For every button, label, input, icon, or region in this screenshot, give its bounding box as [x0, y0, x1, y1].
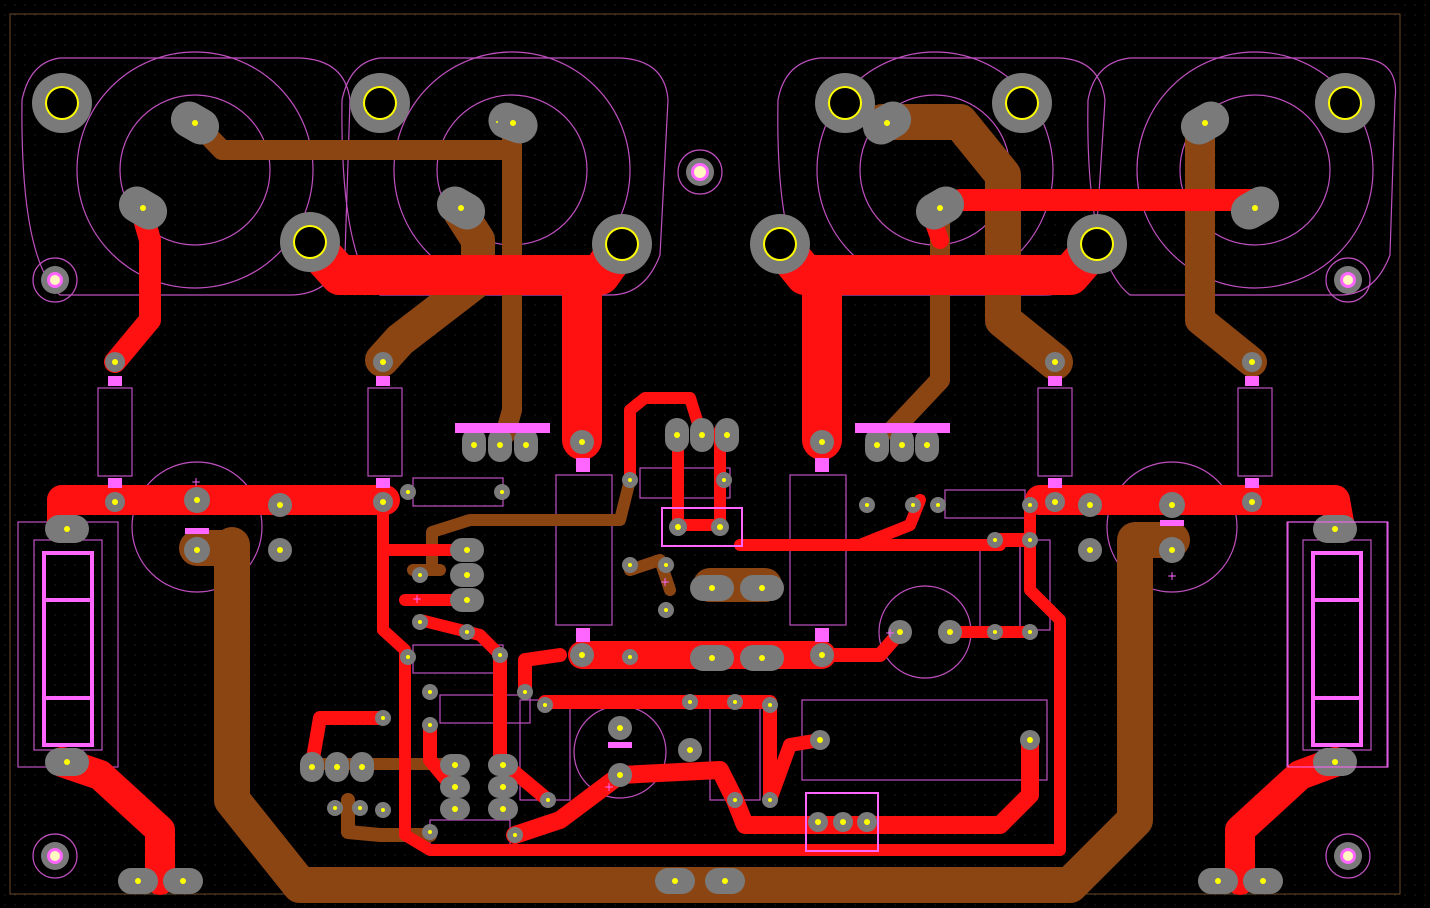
fuse-left	[42, 551, 94, 747]
polarity-mark: +	[1167, 569, 1177, 583]
polarity-mark: +	[885, 626, 895, 640]
silk-highlights: + + + + + +	[42, 376, 1389, 852]
transistor-outline-q4	[1087, 57, 1397, 296]
polarity-mark: +	[660, 575, 670, 589]
cap-outline-c1	[131, 461, 263, 593]
fuse-right	[1311, 551, 1363, 747]
cap-outline-c2	[1106, 461, 1238, 593]
trace-bottom-q3	[864, 104, 1073, 380]
polarity-mark: +	[412, 592, 422, 606]
polarity-mark: +	[191, 475, 201, 489]
polarity-mark: +	[604, 780, 614, 794]
pads-layer	[32, 73, 1375, 894]
trace-bottom-main-ground	[214, 522, 1190, 903]
